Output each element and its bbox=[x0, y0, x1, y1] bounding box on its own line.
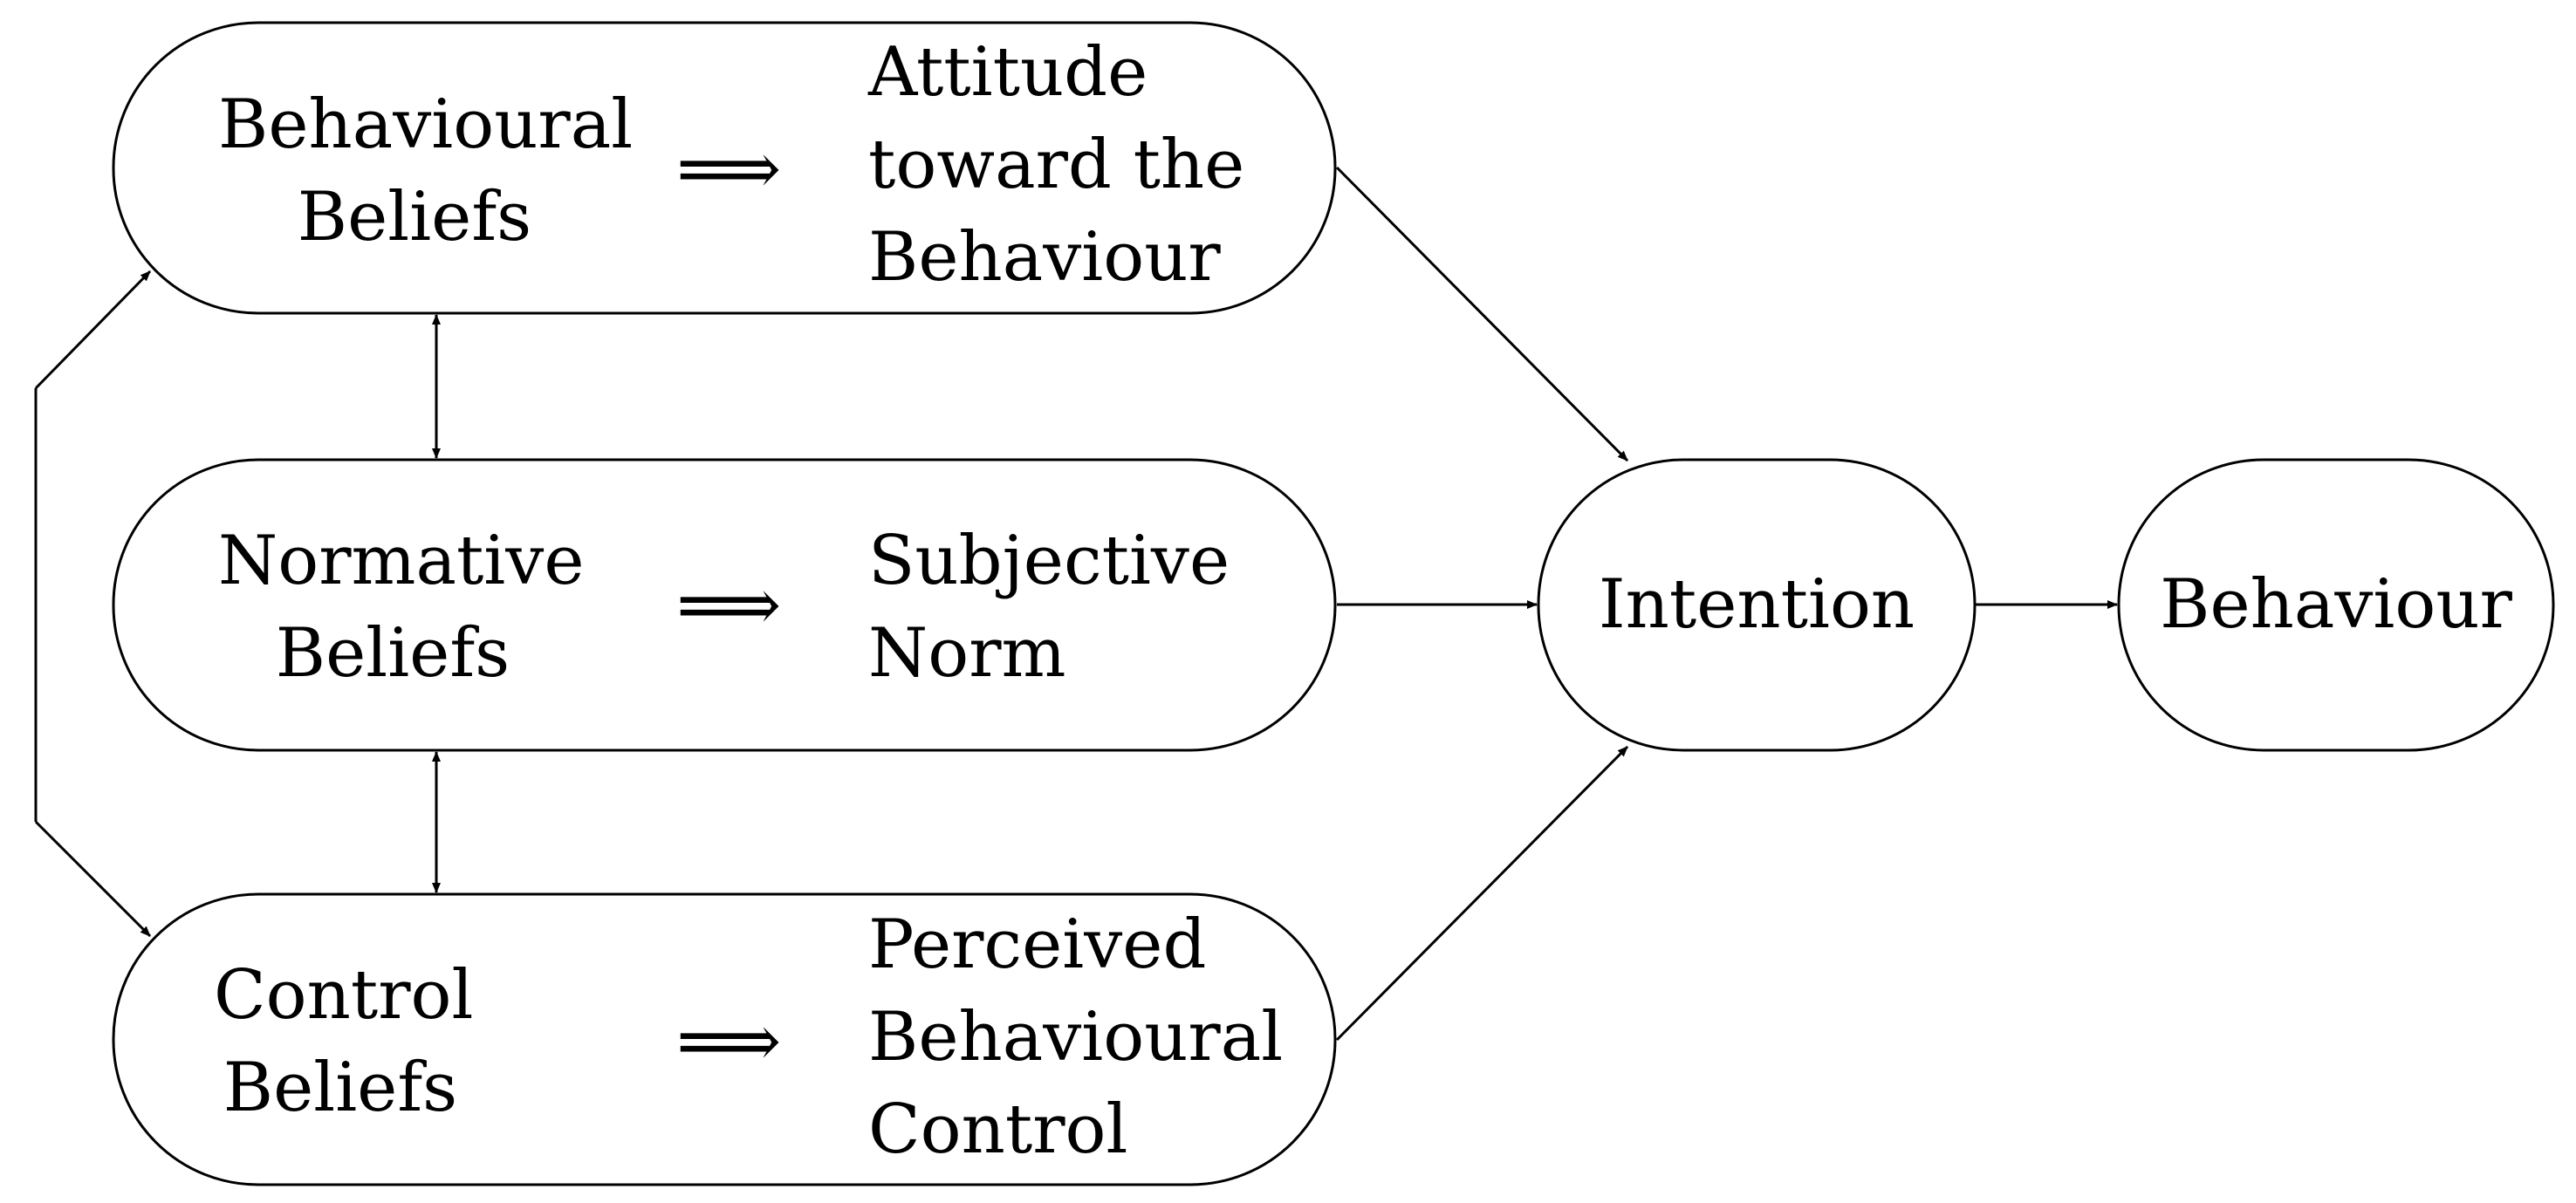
behavioural-beliefs-label: Behavioural Beliefs bbox=[218, 79, 634, 263]
perceived-control-line1: Perceived bbox=[868, 906, 1207, 984]
normative-beliefs-label: Normative Beliefs bbox=[218, 515, 585, 700]
left-bracket-arrow-top bbox=[34, 270, 152, 390]
behavioural-beliefs-line2: Beliefs bbox=[297, 178, 532, 256]
control-beliefs-capsule bbox=[112, 892, 1337, 1186]
attitude-line1: Attitude bbox=[868, 33, 1148, 112]
attitude-to-intention-arrow bbox=[1335, 166, 1629, 462]
attitude-line2: toward the bbox=[868, 126, 1245, 204]
implies-arrow-row2: ⟹ bbox=[676, 562, 782, 647]
behavioural-beliefs-line1: Behavioural bbox=[218, 85, 634, 164]
subjective-norm-line2: Norm bbox=[868, 614, 1066, 693]
behaviour-label: Behaviour bbox=[2160, 565, 2512, 644]
normative-beliefs-line1: Normative bbox=[218, 522, 585, 600]
normative-beliefs-line2: Beliefs bbox=[275, 614, 510, 693]
control-beliefs-line2: Beliefs bbox=[223, 1049, 458, 1127]
intention-label: Intention bbox=[1598, 565, 1915, 644]
attitude-line3: Behaviour bbox=[868, 218, 1221, 297]
subjective-norm-label: Subjective Norm bbox=[868, 515, 1230, 700]
behavioural-beliefs-capsule bbox=[112, 21, 1337, 315]
attitude-label: Attitude toward the Behaviour bbox=[868, 26, 1244, 304]
perceived-control-line2: Behavioural bbox=[868, 998, 1284, 1077]
implies-arrow-row3: ⟹ bbox=[676, 998, 782, 1083]
control-beliefs-label: Control Beliefs bbox=[214, 949, 474, 1134]
perceived-control-label: Perceived Behavioural Control bbox=[868, 899, 1283, 1176]
subjective-norm-line1: Subjective bbox=[868, 522, 1230, 600]
behaviour-capsule bbox=[2117, 458, 2555, 752]
perceived-control-line3: Control bbox=[868, 1090, 1128, 1169]
control-to-intention-arrow bbox=[1335, 745, 1629, 1042]
control-beliefs-line1: Control bbox=[214, 956, 474, 1035]
implies-arrow-row1: ⟹ bbox=[676, 126, 782, 211]
normative-beliefs-capsule bbox=[112, 458, 1337, 752]
left-bracket-arrow-bottom bbox=[34, 820, 152, 938]
